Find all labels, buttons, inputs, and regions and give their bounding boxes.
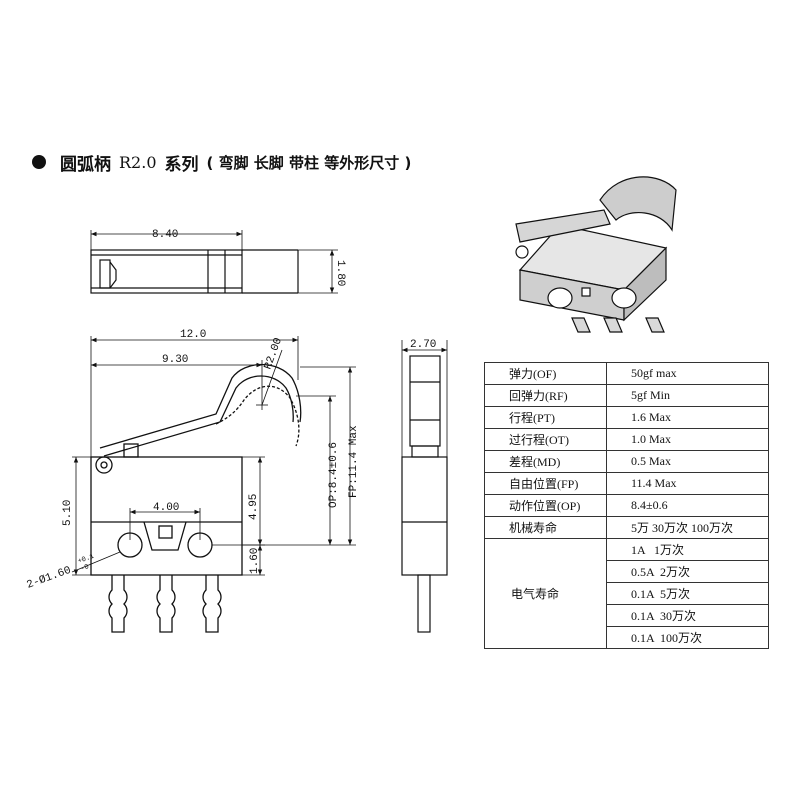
spec-row: 过行程(OT)1.0 Max [484, 428, 769, 451]
spec-value: 0.5 Max [606, 450, 769, 473]
dim-length: 12.0 [180, 329, 206, 341]
elec-value: 0.1A 30万次 [606, 604, 769, 627]
side-view [401, 355, 448, 633]
dim-body-height: 5.10 [62, 500, 74, 526]
spec-row: 差程(MD)0.5 Max [484, 450, 769, 473]
elec-value: 0.1A 100万次 [606, 626, 769, 649]
side-dims [401, 340, 448, 457]
dim-hole: 2-Ø1.60 [25, 565, 73, 592]
elec-row: 0.1A 30万次 [485, 604, 769, 627]
dim-hole-tol-minus: -0 [80, 563, 91, 573]
elec-row: 0.1A 100万次 [485, 626, 769, 649]
spec-value: 11.4 Max [606, 472, 769, 495]
spec-value: 5万 30万次 100万次 [606, 516, 769, 539]
spec-label: 行程(PT) [484, 406, 607, 429]
spec-row: 回弹力(RF)5gf Min [484, 384, 769, 407]
spec-label: 弹力(OF) [484, 362, 607, 385]
dim-op: OP:8.4±0.6 [328, 442, 340, 508]
dim-pin-pitch: 4.00 [153, 502, 179, 514]
dim-fp: FP:11.4 Max [348, 425, 360, 498]
dim-base: 1.60 [249, 548, 261, 574]
spec-value: 50gf max [606, 362, 769, 385]
title-name: 圆弧柄 [60, 154, 111, 175]
spec-value: 1.0 Max [606, 428, 769, 451]
spec-label: 自由位置(FP) [484, 472, 607, 495]
title-series: 系列 [164, 154, 199, 175]
front-view [90, 364, 302, 633]
front-dims [71, 336, 356, 576]
spec-row: 行程(PT)1.6 Max [484, 406, 769, 429]
spec-label: 回弹力(RF) [484, 384, 607, 407]
isometric-view [515, 176, 677, 333]
spec-row: 弹力(OF)50gf max [484, 362, 769, 385]
top-view [90, 249, 299, 294]
bullet-icon [32, 155, 46, 169]
spec-label: 动作位置(OP) [484, 494, 607, 517]
elec-value: 1A 1万次 [606, 538, 769, 561]
dim-side-width: 2.70 [410, 339, 436, 351]
dim-pivot: 9.30 [162, 354, 188, 366]
dim-top-height: 1.80 [334, 260, 346, 286]
spec-value: 5gf Min [606, 384, 769, 407]
title-model: R2.0 [119, 152, 157, 172]
elec-value: 0.1A 5万次 [606, 582, 769, 605]
elec-label: 电气寿命 [484, 538, 607, 649]
section-title: 圆弧柄 R2.0 系列 ( 弯脚 长脚 带柱 等外形尺寸 ) [32, 150, 412, 175]
dim-top-width: 8.40 [152, 229, 178, 241]
spec-value: 8.4±0.6 [606, 494, 769, 517]
spec-label: 过行程(OT) [484, 428, 607, 451]
spec-value: 1.6 Max [606, 406, 769, 429]
dim-radius: R2.00 [262, 336, 285, 371]
dim-hole-group: 2-Ø1.60 +0.1 -0 [25, 553, 95, 592]
spec-label: 机械寿命 [484, 516, 607, 539]
dim-hole-height: 4.95 [248, 494, 260, 520]
top-dims [90, 230, 338, 294]
spec-row: 自由位置(FP)11.4 Max [484, 472, 769, 495]
title-subtitle: ( 弯脚 长脚 带柱 等外形尺寸 ) [206, 153, 412, 172]
elec-value: 0.5A 2万次 [606, 560, 769, 583]
spec-row: 动作位置(OP)8.4±0.6 [484, 494, 769, 517]
spec-label: 差程(MD) [484, 450, 607, 473]
